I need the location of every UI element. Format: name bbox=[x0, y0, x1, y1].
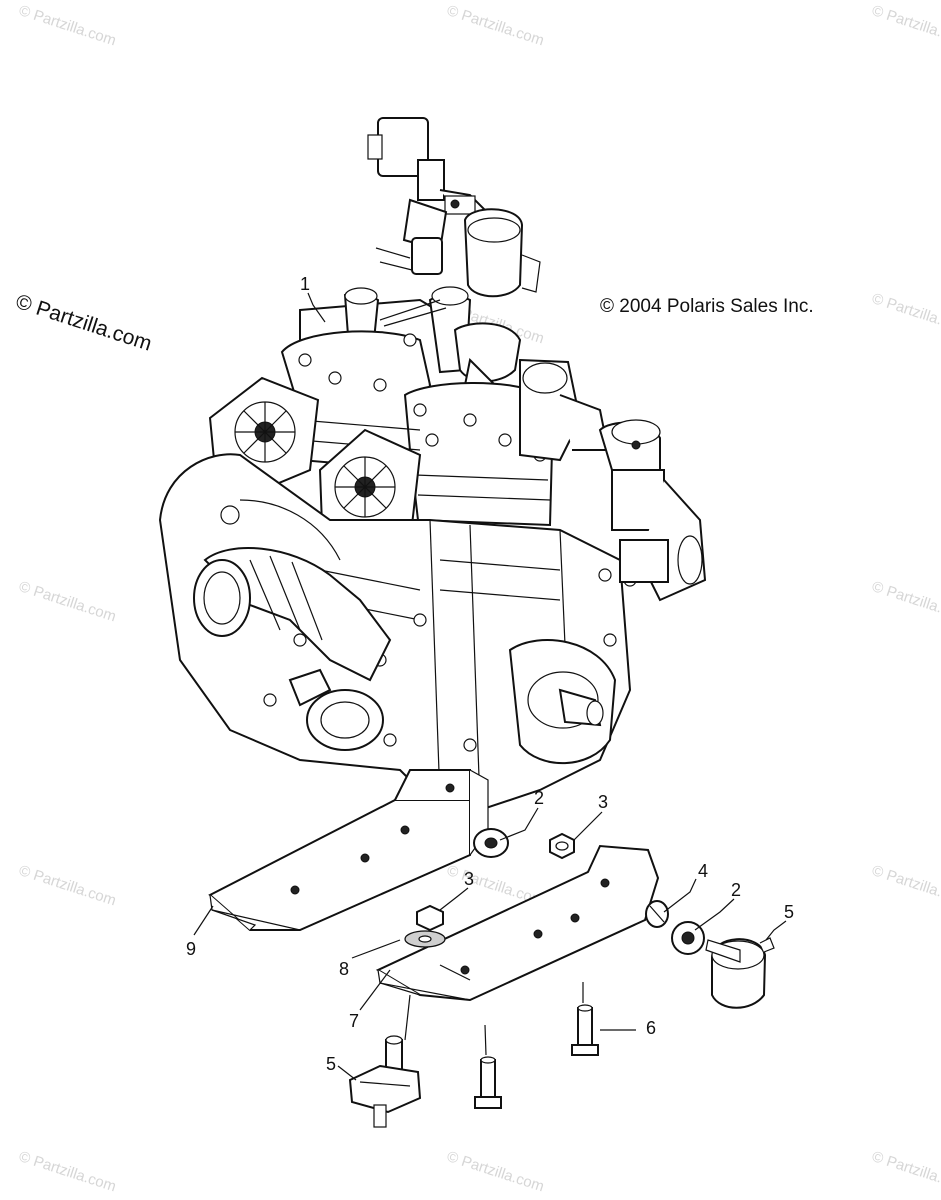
callout-1: 1 bbox=[300, 274, 310, 294]
nut-part-3[interactable] bbox=[549, 832, 575, 860]
callout-8: 8 bbox=[339, 959, 349, 979]
intake-boot bbox=[193, 499, 392, 682]
lock-washer-part-4[interactable] bbox=[645, 900, 669, 928]
callout-3: 3 bbox=[598, 792, 608, 812]
nut-part-3-lower[interactable] bbox=[416, 904, 444, 932]
ignition-coil bbox=[367, 117, 541, 298]
washer-part-2[interactable] bbox=[473, 828, 509, 858]
callout-3: 3 bbox=[464, 869, 474, 889]
bolt-part-6-lower[interactable] bbox=[474, 1056, 502, 1109]
callout-2: 2 bbox=[534, 788, 544, 808]
copyright-notice: © 2004 Polaris Sales Inc. bbox=[600, 296, 814, 317]
leader-lines bbox=[193, 292, 787, 1081]
engine-mount-bracket-left[interactable] bbox=[208, 769, 489, 931]
callout-5: 5 bbox=[326, 1054, 336, 1074]
callout-5: 5 bbox=[784, 902, 794, 922]
callout-7: 7 bbox=[349, 1011, 359, 1031]
rubber-mount-part-5-right[interactable] bbox=[705, 937, 775, 1009]
cylinder-heads bbox=[280, 330, 554, 527]
callout-4: 4 bbox=[698, 861, 708, 881]
engine-assembly[interactable] bbox=[158, 117, 707, 812]
callout-6: 6 bbox=[646, 1018, 656, 1038]
rubber-mount-part-5-left[interactable] bbox=[348, 1035, 422, 1128]
bolt-part-6[interactable] bbox=[571, 1004, 599, 1056]
washer-part-8[interactable] bbox=[404, 930, 446, 948]
water-pump bbox=[288, 668, 384, 751]
callout-9: 9 bbox=[186, 939, 196, 959]
callout-2: 2 bbox=[731, 880, 741, 900]
crankcase bbox=[158, 453, 637, 812]
crank-output bbox=[508, 639, 617, 765]
engine-mount-bracket-right[interactable] bbox=[375, 844, 660, 1002]
carburetors bbox=[519, 358, 707, 602]
